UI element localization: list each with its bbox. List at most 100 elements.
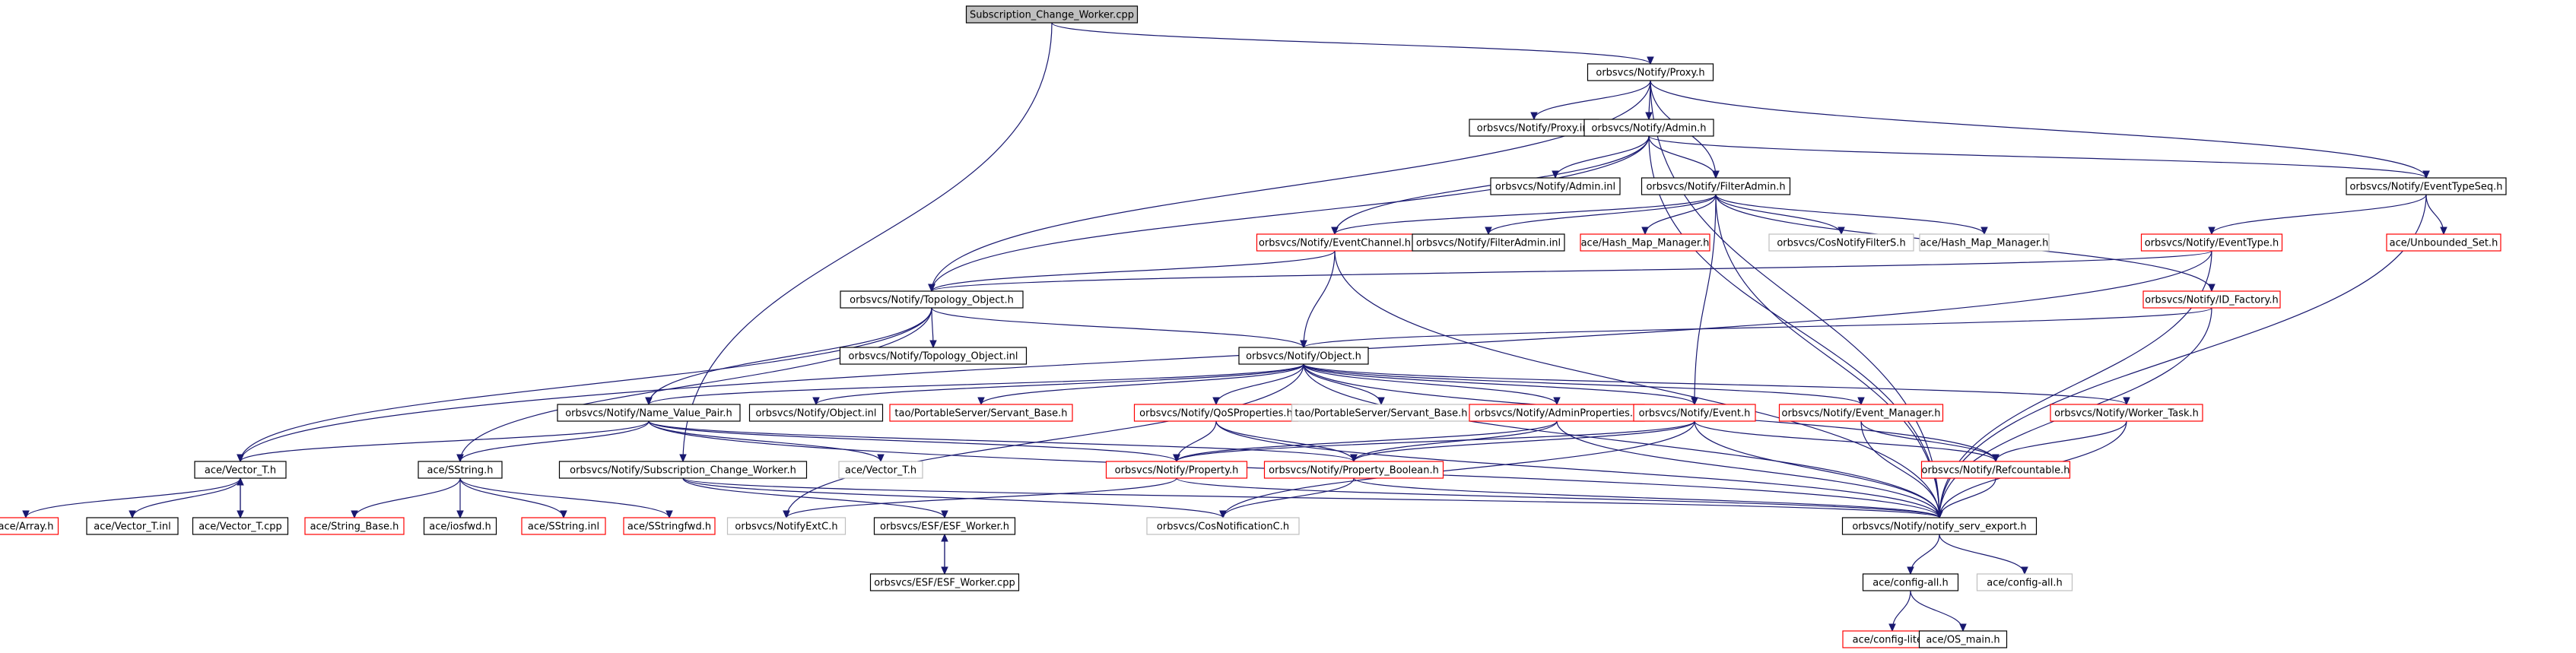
node-label: orbsvcs/Notify/FilterAdmin.h	[1646, 182, 1785, 193]
file-nodes: Subscription_Change_Worker.cpporbsvcs/No…	[0, 5, 2507, 648]
node-sstringfwd_h[interactable]: ace/SStringfwd.h	[623, 517, 716, 535]
node-property_h[interactable]: orbsvcs/Notify/Property.h	[1105, 461, 1248, 479]
node-label: orbsvcs/Notify/Property.h	[1115, 465, 1239, 477]
node-label: ace/SString.inl	[528, 521, 599, 533]
edge-workertask_h-to-refcount_h	[1992, 420, 2127, 463]
node-vector_h_grey[interactable]: ace/Vector_T.h	[838, 461, 923, 479]
node-configlite_h[interactable]: ace/config-lite.h	[1842, 630, 1942, 648]
node-label: tao/PortableServer/Servant_Base.h	[894, 408, 1067, 420]
node-namevalue_h[interactable]: orbsvcs/Notify/Name_Value_Pair.h	[557, 404, 741, 422]
node-unbounded_set[interactable]: ace/Unbounded_Set.h	[2386, 233, 2501, 252]
node-proxy_h[interactable]: orbsvcs/Notify/Proxy.h	[1587, 63, 1714, 81]
node-servantbase_red[interactable]: tao/PortableServer/Servant_Base.h	[889, 404, 1073, 422]
node-label: orbsvcs/Notify/AdminProperties.h	[1475, 408, 1640, 420]
node-admin_inl[interactable]: orbsvcs/Notify/Admin.inl	[1490, 177, 1621, 195]
node-stringbase_h[interactable]: ace/String_Base.h	[304, 517, 405, 535]
node-label: orbsvcs/Notify/Proxy.h	[1596, 68, 1704, 79]
node-label: orbsvcs/Notify/Admin.inl	[1495, 182, 1615, 193]
node-filteradmin_h[interactable]: orbsvcs/Notify/FilterAdmin.h	[1641, 177, 1791, 195]
node-box	[86, 517, 179, 535]
node-event_h[interactable]: orbsvcs/Notify/Event.h	[1633, 404, 1756, 422]
node-propbool_h[interactable]: orbsvcs/Notify/Property_Boolean.h	[1263, 461, 1444, 479]
node-vector_inl[interactable]: ace/Vector_T.inl	[86, 517, 179, 535]
node-box	[1263, 461, 1444, 479]
edge-sstring_h-to-sstringfwd_h	[459, 477, 673, 519]
edge-refcount_h-to-servexport_h	[1936, 477, 1996, 519]
node-hashmap_h_grey[interactable]: ace/Hash_Map_Manager.h	[1919, 233, 2050, 252]
node-qosprops_h[interactable]: orbsvcs/Notify/QoSProperties.h	[1133, 404, 1299, 422]
node-iosfwd_h[interactable]: ace/iosfwd.h	[423, 517, 497, 535]
node-hashmap_h_red[interactable]: ace/Hash_Map_Manager.h	[1580, 233, 1710, 252]
node-adminprops_h[interactable]: orbsvcs/Notify/AdminProperties.h	[1469, 404, 1645, 422]
node-box	[1768, 233, 1914, 252]
edge-filteradmin_h-to-hashmap_h_grey	[1715, 194, 1988, 236]
edge-object_h-to-qosprops_h	[1212, 363, 1304, 406]
node-box	[2142, 290, 2281, 309]
edge-topology_h-to-object_h	[931, 307, 1307, 349]
node-box	[889, 404, 1073, 422]
node-notifyextc_h[interactable]: orbsvcs/NotifyExtC.h	[726, 517, 846, 535]
edge-servexport_h-to-configall_grey	[1939, 534, 2028, 575]
node-servexport_h[interactable]: orbsvcs/Notify/notify_serv_export.h	[1841, 517, 2038, 535]
node-box	[1490, 177, 1621, 195]
node-esfworker_h[interactable]: orbsvcs/ESF/ESF_Worker.h	[873, 517, 1016, 535]
node-esfworker_cpp[interactable]: orbsvcs/ESF/ESF_Worker.cpp	[869, 573, 1020, 591]
node-box	[1238, 347, 1369, 365]
node-topology_h[interactable]: orbsvcs/Notify/Topology_Object.h	[840, 290, 1024, 309]
node-vector_cpp[interactable]: ace/Vector_T.cpp	[192, 517, 289, 535]
node-subchange_h[interactable]: orbsvcs/Notify/Subscription_Change_Worke…	[558, 461, 808, 479]
edge-object_h-to-namevalue_h	[645, 363, 1304, 406]
node-label: orbsvcs/Notify/FilterAdmin.inl	[1416, 238, 1561, 249]
node-topology_inl[interactable]: orbsvcs/Notify/Topology_Object.inl	[839, 347, 1028, 365]
node-cosnotifyfilters[interactable]: orbsvcs/CosNotifyFilterS.h	[1768, 233, 1914, 252]
node-box	[1778, 404, 1944, 422]
node-osmain_h[interactable]: ace/OS_main.h	[1918, 630, 2008, 648]
edge-object_h-to-servantbase_grey	[1303, 363, 1385, 406]
node-box	[1641, 177, 1791, 195]
node-label: ace/Vector_T.inl	[94, 521, 170, 533]
node-eventchannel_h[interactable]: orbsvcs/Notify/EventChannel.h	[1256, 233, 1414, 252]
node-box	[1918, 630, 2008, 648]
node-filteradmin_inl[interactable]: orbsvcs/Notify/FilterAdmin.inl	[1412, 233, 1565, 252]
edge-namevalue_h-to-vector_h_grey	[648, 420, 885, 463]
node-box	[557, 404, 741, 422]
node-eventmgr_h[interactable]: orbsvcs/Notify/Event_Manager.h	[1778, 404, 1944, 422]
node-box	[1580, 233, 1710, 252]
node-cosnotifc_h[interactable]: orbsvcs/CosNotificationC.h	[1146, 517, 1300, 535]
node-eventtypeseq_h[interactable]: orbsvcs/Notify/EventTypeSeq.h	[2346, 177, 2507, 195]
node-proxy_inl[interactable]: orbsvcs/Notify/Proxy.inl	[1469, 119, 1599, 137]
edge-event_h-to-propbool_h	[1350, 420, 1695, 463]
edge-subchange_h-to-cosnotifc_h	[682, 477, 1227, 519]
node-admin_h[interactable]: orbsvcs/Notify/Admin.h	[1583, 119, 1714, 137]
node-box	[1146, 517, 1300, 535]
edge-admin_h-to-filteradmin_h	[1648, 135, 1720, 179]
edge-object_h-to-servexport_h	[1303, 363, 1943, 519]
node-refcount_h[interactable]: orbsvcs/Notify/Refcountable.h	[1920, 461, 2071, 479]
node-object_inl[interactable]: orbsvcs/Notify/Object.inl	[748, 404, 884, 422]
node-box	[726, 517, 846, 535]
node-sstring_h[interactable]: ace/SString.h	[418, 461, 503, 479]
node-box	[838, 461, 923, 479]
edge-proxy_h-to-eventtypeseq_h	[1650, 80, 2430, 179]
node-eventtype_h[interactable]: orbsvcs/Notify/EventType.h	[2140, 233, 2283, 252]
node-vector_h[interactable]: ace/Vector_T.h	[194, 461, 287, 479]
node-idfactory_h[interactable]: orbsvcs/Notify/ID_Factory.h	[2142, 290, 2281, 309]
node-label: ace/config-all.h	[1872, 578, 1949, 589]
node-configall_grey[interactable]: ace/config-all.h	[1976, 573, 2073, 591]
node-sstring_inl[interactable]: ace/SString.inl	[521, 517, 606, 535]
node-box	[2050, 404, 2203, 422]
edge-subchange_h-to-servexport_h	[682, 477, 1943, 519]
node-object_h[interactable]: orbsvcs/Notify/Object.h	[1238, 347, 1369, 365]
node-array_h[interactable]: ace/Array.h	[0, 517, 59, 535]
node-configall_h[interactable]: ace/config-all.h	[1862, 573, 1959, 591]
node-label: orbsvcs/Notify/Proxy.inl	[1477, 123, 1591, 135]
node-box	[840, 290, 1024, 309]
node-workertask_h[interactable]: orbsvcs/Notify/Worker_Task.h	[2050, 404, 2203, 422]
edge-eventtypeseq_h-to-unbounded_set	[2425, 194, 2447, 236]
node-box	[839, 347, 1028, 365]
node-label: orbsvcs/Notify/EventChannel.h	[1259, 238, 1411, 249]
node-servantbase_grey[interactable]: tao/PortableServer/Servant_Base.h	[1291, 404, 1472, 422]
edge-sstring_h-to-stringbase_h	[351, 477, 461, 519]
node-box	[748, 404, 884, 422]
